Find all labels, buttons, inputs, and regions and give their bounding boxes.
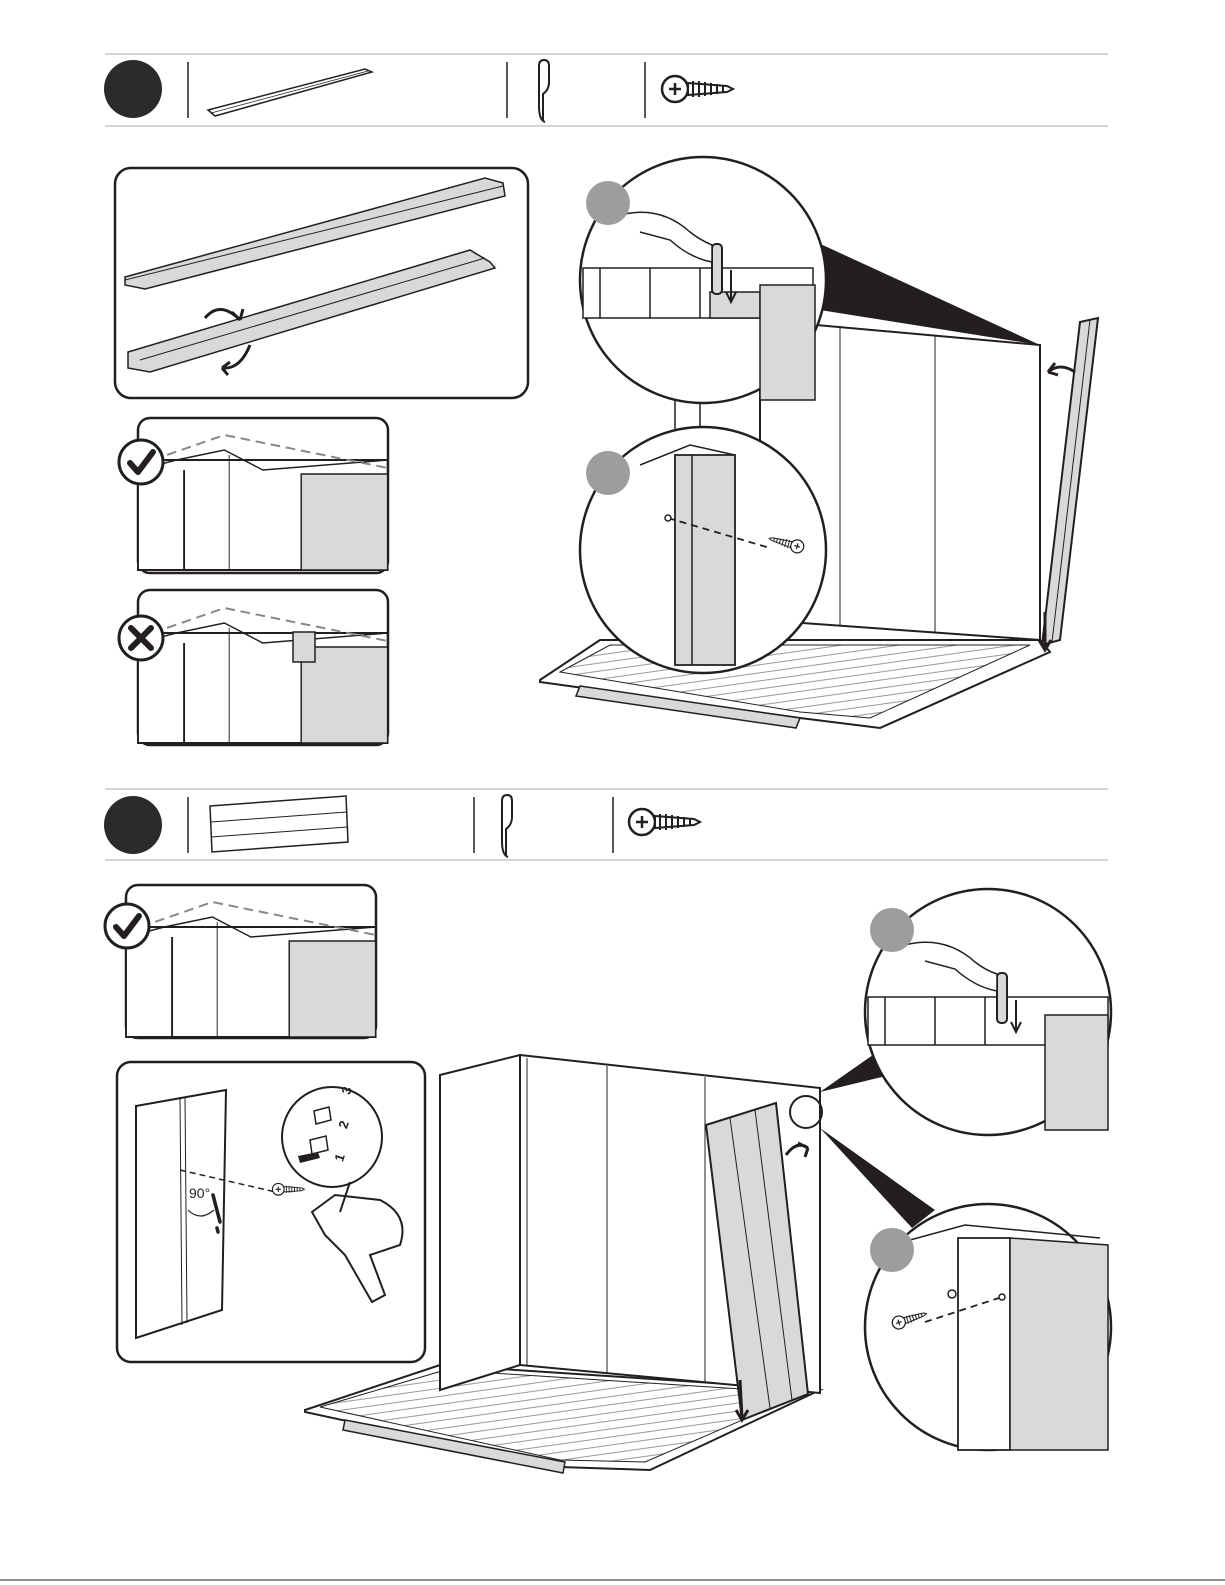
incorrect-example-panel bbox=[119, 590, 388, 745]
step-2-clip-detail bbox=[820, 889, 1111, 1135]
detail-badge-1b bbox=[586, 451, 630, 495]
wall-panel-part-icon bbox=[210, 796, 348, 852]
corner-trim-part-icon bbox=[208, 69, 372, 116]
step-1-header bbox=[104, 54, 1108, 126]
angle-label: 90° bbox=[189, 1185, 210, 1201]
screw-part-icon-2 bbox=[629, 809, 700, 835]
detail-badge-2b bbox=[870, 1228, 914, 1272]
detail-badge-1a bbox=[586, 181, 630, 225]
correct-icon-2 bbox=[105, 904, 149, 948]
clip-part-icon-2 bbox=[502, 795, 512, 857]
drill-instruction-panel bbox=[117, 1062, 425, 1362]
step-2-correct-example-panel bbox=[105, 885, 376, 1038]
detail-badge-2a bbox=[870, 908, 914, 952]
step-2-badge bbox=[104, 796, 162, 854]
correct-example-panel bbox=[119, 418, 388, 573]
step-2-screw-detail bbox=[820, 1128, 1111, 1450]
step-1-badge bbox=[104, 60, 162, 118]
screw-part-icon bbox=[662, 76, 733, 102]
step-2-header bbox=[104, 789, 1108, 860]
incorrect-icon bbox=[119, 616, 163, 660]
correct-icon bbox=[119, 440, 163, 484]
step-1-screw-detail bbox=[580, 427, 826, 673]
profile-orientation-panel bbox=[115, 168, 528, 398]
clip-part-icon bbox=[539, 60, 549, 122]
